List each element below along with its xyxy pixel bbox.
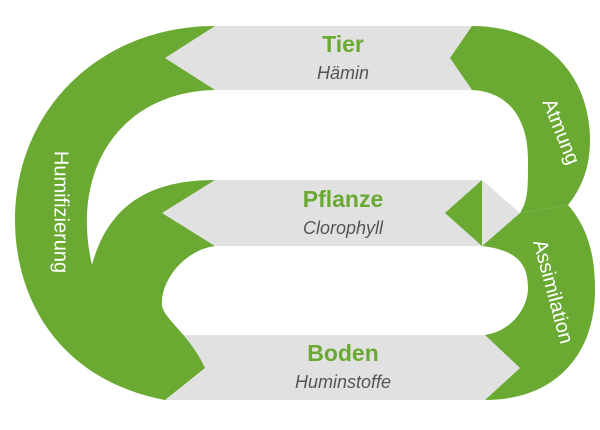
- arc-right-top-atmung: [450, 26, 590, 213]
- row-top-subtitle: Hämin: [317, 63, 369, 83]
- triangle-right-grey: [482, 180, 520, 246]
- arc-left-humifizierung: [15, 26, 215, 400]
- row-middle-title: Pflanze: [303, 186, 384, 212]
- band-bottom-arrow: [165, 335, 520, 400]
- row-top-title: Tier: [322, 31, 364, 57]
- row-bottom-subtitle: Huminstoffe: [295, 372, 391, 392]
- arc-right-bottom-assimilation: [482, 205, 595, 400]
- arc-left-label: Humifizierung: [50, 151, 72, 273]
- band-middle-arrow: [162, 180, 482, 246]
- row-middle-subtitle: Clorophyll: [303, 218, 384, 238]
- row-bottom-title: Boden: [307, 340, 379, 366]
- triangle-left-green: [445, 180, 482, 246]
- band-top-arrow: [165, 26, 472, 90]
